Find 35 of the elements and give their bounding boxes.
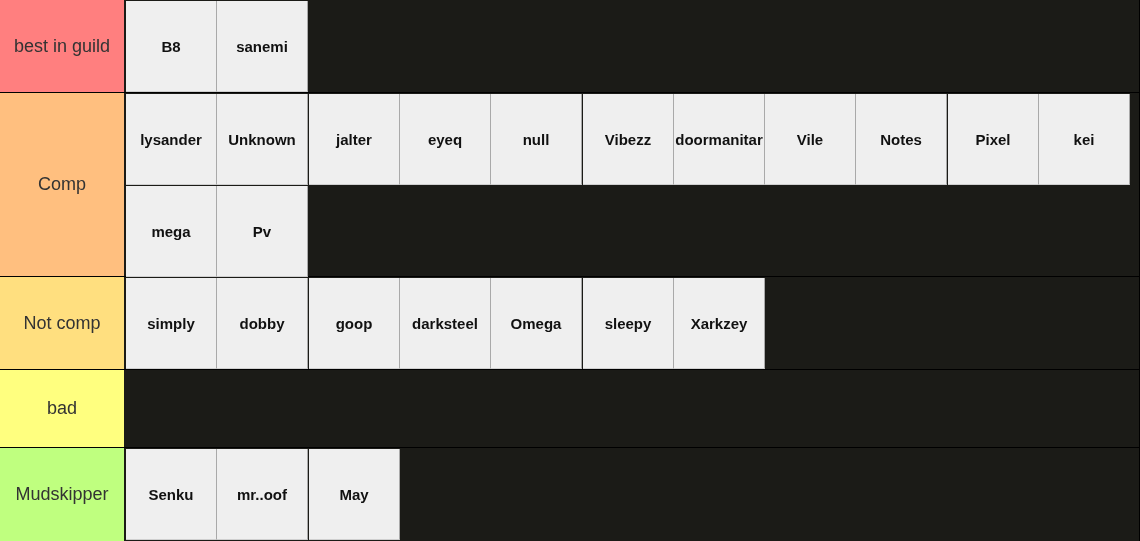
name-tile: May — [309, 449, 400, 540]
tier-label: Mudskipper — [0, 448, 124, 541]
name-tile: sleepy — [583, 278, 674, 369]
tier-label: best in guild — [0, 0, 124, 92]
name-tile: lysander — [126, 94, 217, 185]
name-tile: dobby — [217, 278, 308, 369]
name-tile: Pv — [217, 186, 308, 277]
name-tile: Vibezz — [583, 94, 674, 185]
name-tile: doormanitar — [674, 94, 765, 185]
name-tile: null — [491, 94, 582, 185]
name-tile: simply — [126, 278, 217, 369]
tier-row — [0, 277, 1139, 369]
name-tile: kei — [1039, 94, 1130, 185]
tier-label: Comp — [0, 93, 124, 276]
name-tile: B8 — [126, 1, 217, 92]
name-tile: Omega — [491, 278, 582, 369]
name-tile: Vile — [765, 94, 856, 185]
name-tile: Xarkzey — [674, 278, 765, 369]
name-tile: darksteel — [400, 278, 491, 369]
tier-label: Not comp — [0, 277, 124, 369]
name-tile: Notes — [856, 94, 947, 185]
name-tile: Pixel — [948, 94, 1039, 185]
name-tile: mr..oof — [217, 449, 308, 540]
name-tile: Senku — [126, 449, 217, 540]
tier-row — [0, 93, 1139, 276]
tier-label: bad — [0, 370, 124, 447]
name-tile: Unknown — [217, 94, 308, 185]
name-tile: jalter — [309, 94, 400, 185]
name-tile: mega — [126, 186, 217, 277]
tier-row — [0, 370, 1139, 447]
name-tile: sanemi — [217, 1, 308, 92]
name-tile: goop — [309, 278, 400, 369]
tier-row — [0, 448, 1139, 541]
tier-row — [0, 0, 1139, 92]
name-tile: eyeq — [400, 94, 491, 185]
